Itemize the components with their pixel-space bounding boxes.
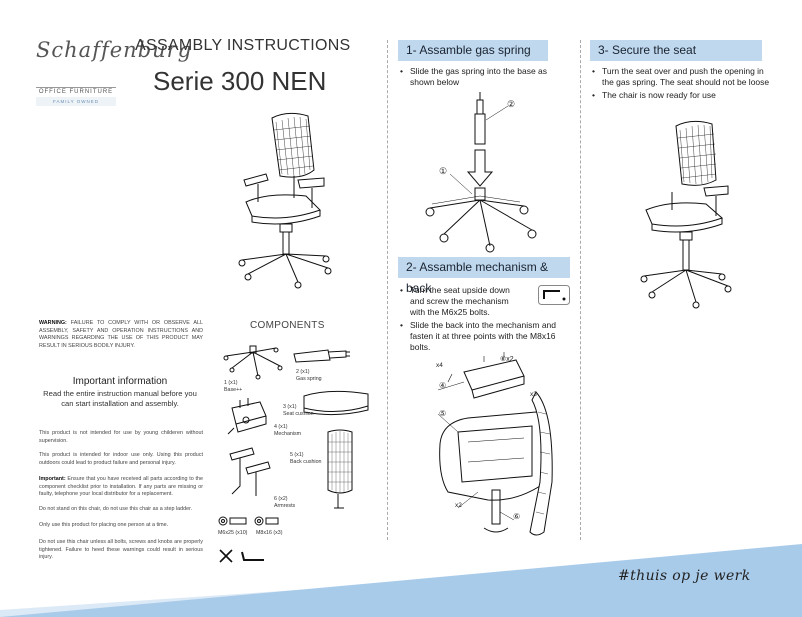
info-paragraph: Do not stand on this chair, do not use t… — [39, 506, 193, 512]
warning-label: WARNING: — [39, 320, 67, 326]
component-4-qty: 4 (x1) — [274, 424, 288, 430]
label-5: ⑤ — [439, 409, 447, 418]
component-3-qty: 3 (x1) — [283, 404, 297, 410]
component-4-name: Mechanism — [274, 430, 302, 437]
label-6x2: ⑥x2 — [500, 356, 514, 363]
component-6-caption: 6 (x2) Armrests — [274, 496, 295, 509]
back-cushion-part — [327, 429, 353, 509]
bolt-m6-caption: M6x25 (x10) — [218, 530, 248, 536]
seat-cushion-part — [303, 390, 369, 416]
brand-tagline: FAMILY OWNED — [36, 97, 116, 106]
brand-subtitle: OFFICE FURNITURE — [38, 89, 114, 95]
label-6: ⑥ — [513, 512, 521, 521]
base-part — [223, 345, 283, 380]
bolt-m6-icon — [218, 516, 247, 526]
warning-text: WARNING: FAILURE TO COMPLY WITH OR OBSER… — [39, 320, 203, 350]
component-3-caption: 3 (x1) Seat cushion — [283, 404, 314, 417]
footer-band — [0, 544, 802, 617]
label-4: ④ — [439, 381, 447, 390]
warning-body: FAILURE TO COMPLY WITH OR OBSERVE ALL AS… — [39, 320, 203, 349]
component-2-qty: 2 (x1) — [296, 369, 310, 375]
column-divider — [580, 40, 581, 540]
mechanism-part — [227, 398, 267, 435]
chair-illustration — [238, 112, 332, 289]
step-1-heading: 1- Assamble gas spring — [398, 40, 548, 61]
important-subtitle: Read the entire instruction manual befor… — [43, 389, 197, 408]
step-1-list: Slide the gas spring into the base as sh… — [398, 66, 568, 90]
component-1-qty: 1 (x1) — [224, 380, 238, 386]
tools-icon — [219, 549, 264, 563]
footer-slogan: #thuis op je werk — [618, 568, 751, 584]
important-title: Important information — [72, 376, 168, 387]
component-4-caption: 4 (x1) Mechanism — [274, 424, 301, 437]
component-1-caption: 1 (x1) Base++ — [224, 380, 242, 393]
step-2-list: Turn the seat upside down and screw the … — [398, 285, 558, 355]
info-paragraph: This product is not intended for use by … — [39, 430, 203, 444]
step-2-bullet: Turn the seat upside down and screw the … — [398, 285, 558, 318]
gas-spring-part — [293, 349, 350, 363]
step-3-heading: 3- Secure the seat — [590, 40, 762, 61]
info-paragraph: Important: Ensure that you have received… — [39, 476, 203, 499]
step-3-bullet: Turn the seat over and push the opening … — [590, 66, 770, 88]
component-1-name: Base++ — [224, 386, 243, 393]
component-3-name: Seat cushion — [283, 410, 314, 417]
step-3-bullet: The chair is now ready for use — [590, 90, 770, 101]
gas-spring-assembly-illustration — [425, 92, 537, 253]
armrests-part — [229, 447, 271, 496]
label-x4: x4 — [436, 362, 443, 369]
step-2-bullet-text: Turn the seat upside down and screw the … — [410, 285, 510, 317]
logo-divider — [36, 87, 116, 88]
components-title: COMPONENTS — [250, 320, 325, 331]
label-1: ① — [439, 166, 448, 176]
step-2-bullet: Slide the back into the mechanism and fa… — [398, 320, 558, 353]
step-1-bullet: Slide the gas spring into the base as sh… — [398, 66, 568, 88]
step-2-heading: 2- Assamble mechanism & back — [398, 257, 570, 295]
bolt-m8-icon — [254, 516, 279, 526]
info-paragraph: This product is intended for indoor use … — [39, 452, 203, 466]
component-5-qty: 5 (x1) — [290, 452, 304, 458]
finished-chair-illustration — [640, 120, 732, 309]
info-paragraph: Only use this product for placing one pe… — [39, 522, 169, 528]
component-2-name: Gas spring — [296, 375, 322, 382]
brand-logo: Schaffenburg — [36, 38, 193, 62]
important-body: Ensure that you have received all parts … — [39, 476, 203, 498]
component-6-name: Armrests — [274, 502, 296, 509]
bolt-m8-caption: M8x16 (x3) — [256, 530, 283, 536]
info-paragraph: Do not use this chair unless all bolts, … — [39, 539, 203, 561]
important-label: Important: — [39, 476, 66, 482]
hex-key-icon — [538, 285, 570, 305]
label-2: ② — [507, 99, 516, 109]
component-5-name: Back cushion — [290, 458, 322, 465]
component-6-qty: 6 (x2) — [274, 496, 288, 502]
step-3-list: Turn the seat over and push the opening … — [590, 66, 770, 103]
component-5-caption: 5 (x1) Back cushion — [290, 452, 322, 465]
mechanism-assembly-illustration — [437, 352, 553, 536]
label-x2: x2 — [455, 502, 462, 509]
label-x3: x3 — [530, 391, 537, 398]
series-title: Serie 300 NEN — [153, 66, 327, 96]
component-2-caption: 2 (x1) Gas spring — [296, 369, 322, 382]
page-title: ASSAMBLY INSTRUCTIONS — [135, 37, 351, 54]
column-divider — [387, 40, 388, 540]
